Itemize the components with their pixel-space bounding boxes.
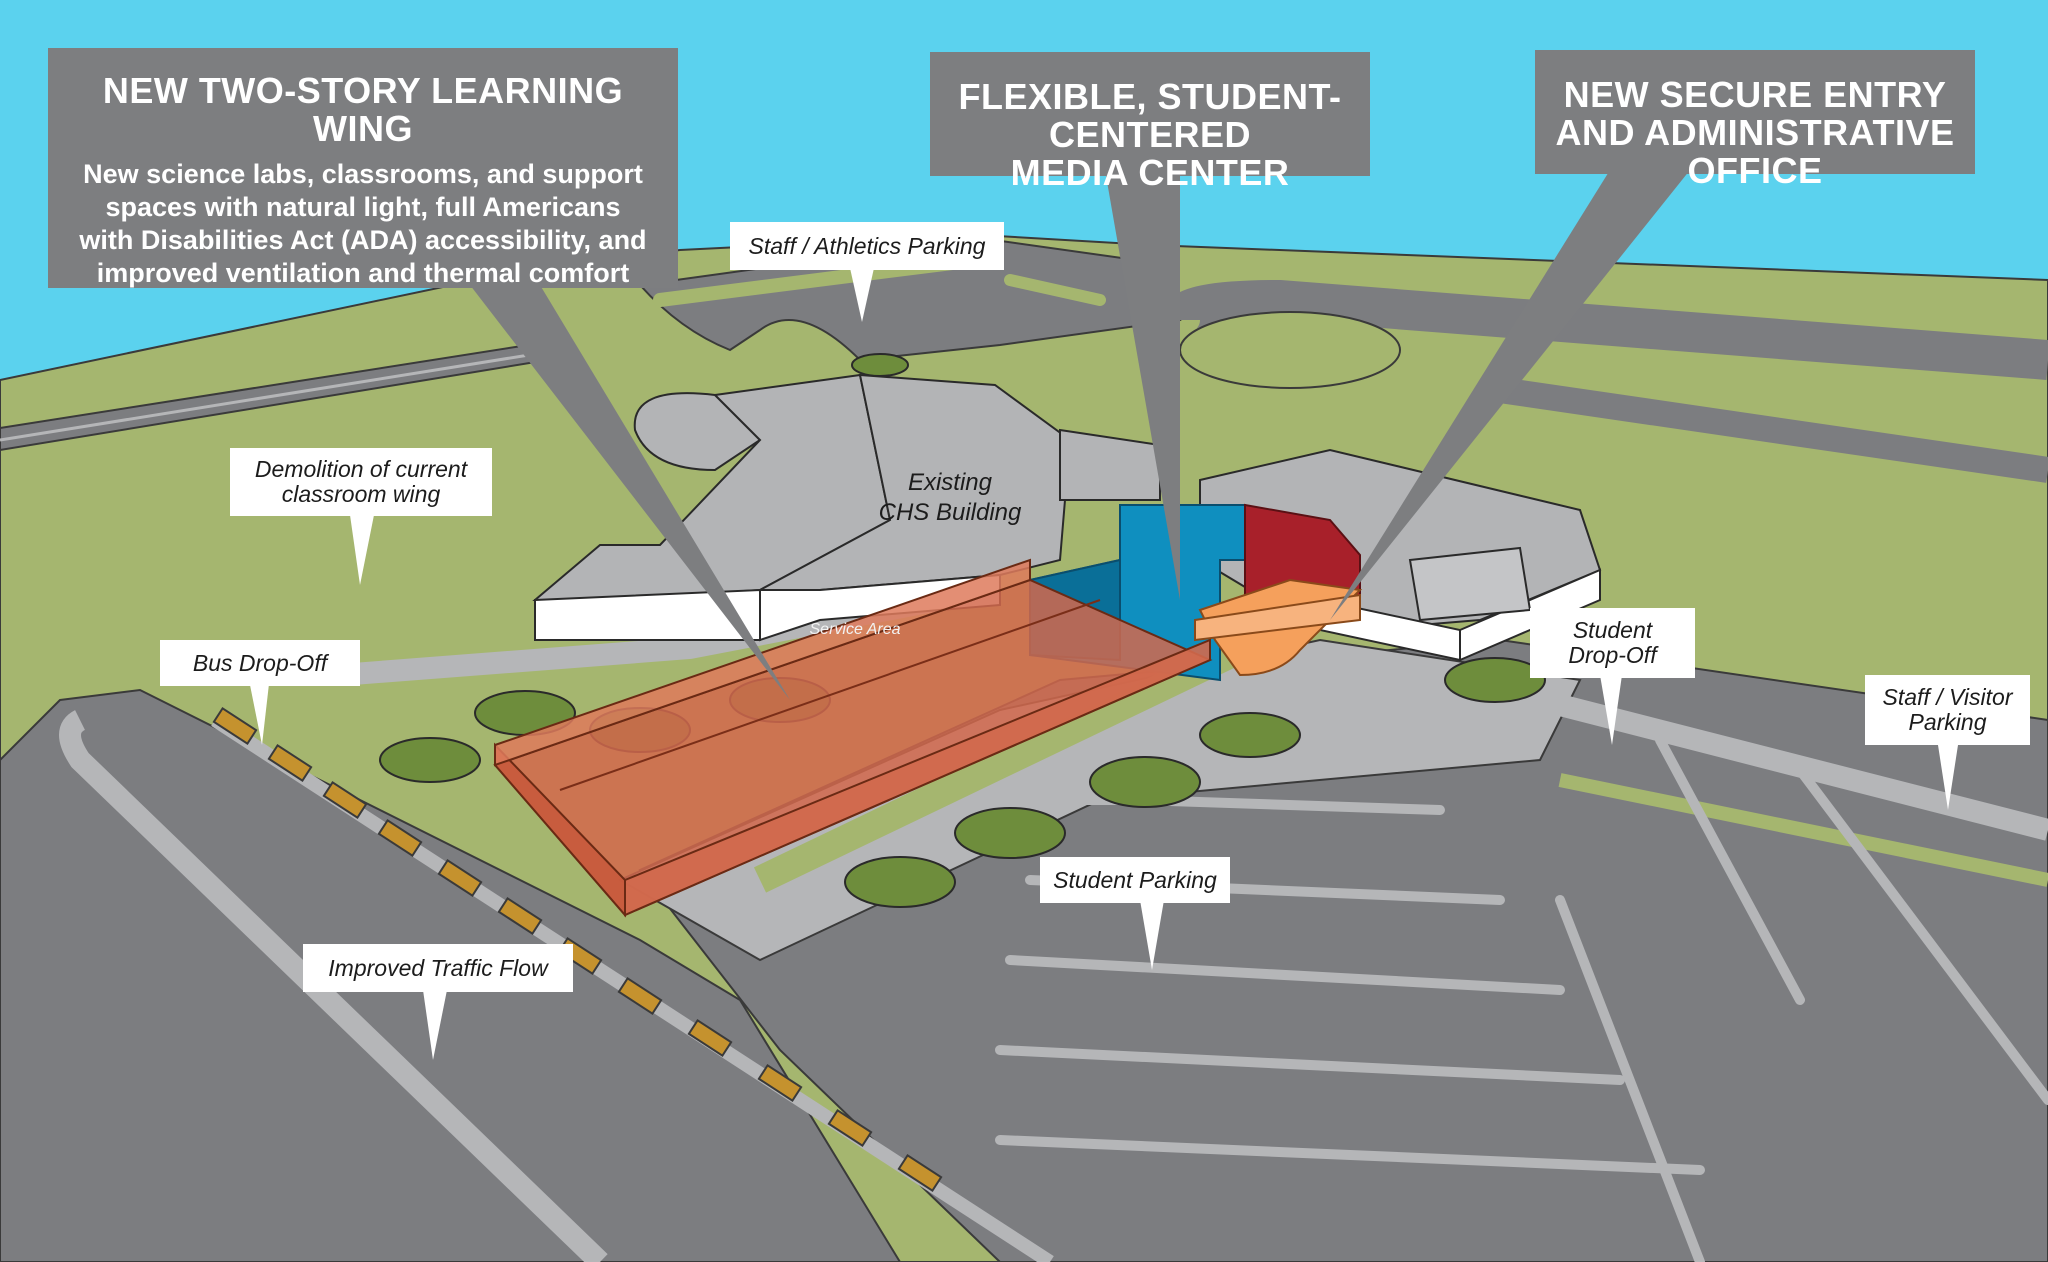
secure-entry-pointer bbox=[1330, 170, 1690, 620]
learning-wing-description: New science labs, classrooms, and suppor… bbox=[79, 159, 647, 288]
right-side-road bbox=[1498, 377, 2048, 483]
label-pointers bbox=[248, 268, 1958, 1060]
existing-building-text: Existing CHS Building bbox=[878, 469, 1022, 526]
learning-wing-callout: NEW TWO-STORY LEARNING WING New science … bbox=[48, 48, 678, 288]
media-center-pointer bbox=[1105, 170, 1180, 600]
existing-chs-building bbox=[532, 373, 1602, 662]
grass-strip-1 bbox=[753, 627, 1267, 893]
staff-athletics-parking-label: Staff / Athletics Parking bbox=[730, 222, 1004, 270]
demolition-label: Demolition of current classroom wing bbox=[230, 448, 492, 516]
media-center-callout: FLEXIBLE, STUDENT-CENTERED MEDIA CENTER bbox=[930, 52, 1370, 192]
walkway-2 bbox=[59, 710, 608, 1262]
right-loop-road bbox=[1160, 279, 2048, 380]
bus-dropoff-markers bbox=[212, 707, 943, 1192]
staff-visitor-parking-label: Staff / Visitor Parking bbox=[1865, 675, 2030, 745]
secure-entry-callout: NEW SECURE ENTRY AND ADMINISTRATIVE OFFI… bbox=[1535, 50, 1975, 190]
lot-island-2 bbox=[1004, 274, 1106, 306]
secure-entry-addition bbox=[1194, 578, 1363, 677]
learning-wing-pointer bbox=[470, 285, 790, 700]
improved-traffic-flow-label: Improved Traffic Flow bbox=[303, 944, 573, 992]
grass-strip-2 bbox=[1558, 773, 2048, 887]
secure-entry-title: NEW SECURE ENTRY AND ADMINISTRATIVE OFFI… bbox=[1555, 74, 1955, 191]
top-road-centerline bbox=[0, 348, 561, 442]
student-parking-label: Student Parking bbox=[1040, 857, 1230, 903]
media-center-title: FLEXIBLE, STUDENT-CENTERED MEDIA CENTER bbox=[958, 76, 1342, 193]
service-area-text: Service Area bbox=[809, 621, 901, 638]
bus-dropoff-label: Bus Drop-Off bbox=[160, 640, 360, 686]
learning-wing-title: NEW TWO-STORY LEARNING WING bbox=[102, 70, 624, 149]
right-loop-island bbox=[1179, 311, 1401, 389]
student-dropoff-label: Student Drop-Off bbox=[1530, 608, 1695, 678]
